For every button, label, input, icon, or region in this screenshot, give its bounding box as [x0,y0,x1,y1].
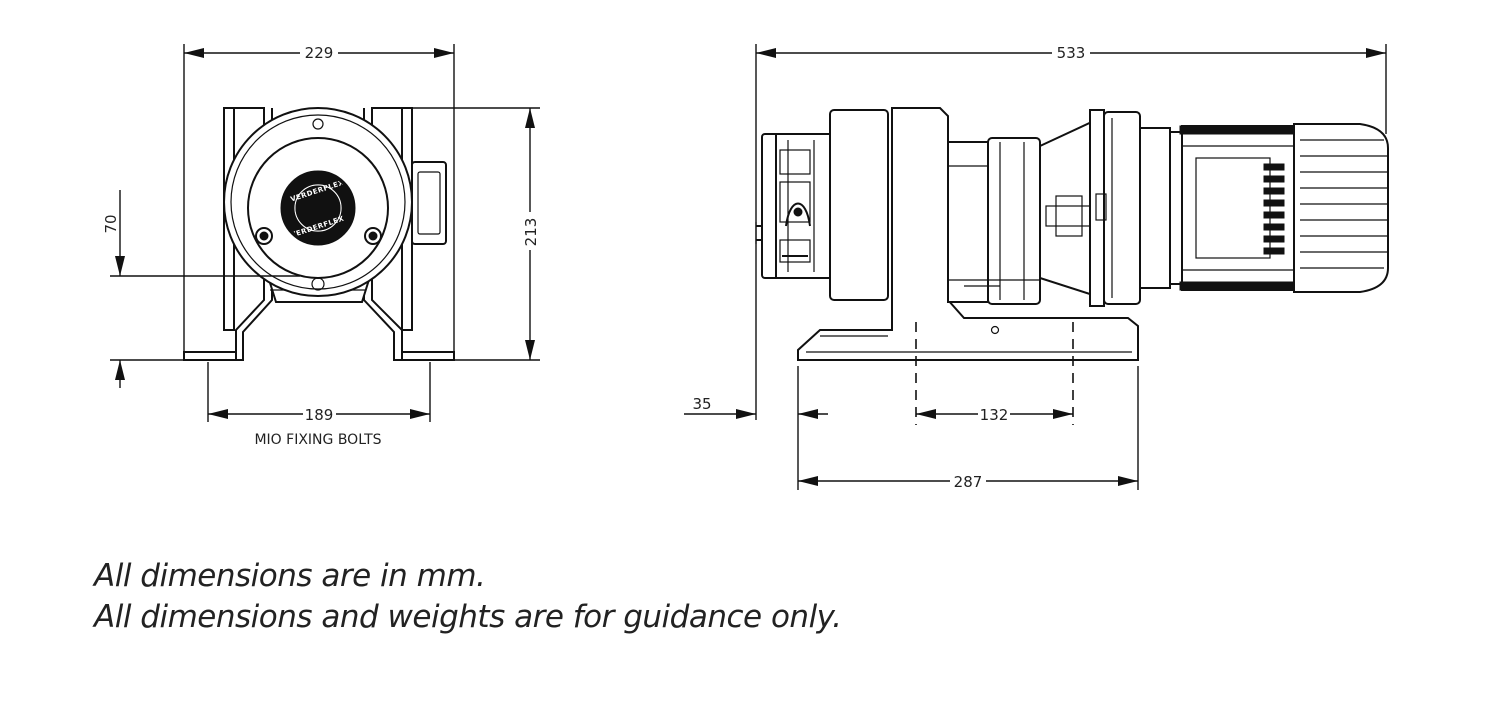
coupling-housing [1039,109,1141,307]
pump-head-side [755,109,889,301]
verderflex-logo: VERDERFLEX VERDERFLEX [280,170,356,246]
dim-base-bolt-span-label: 132 [980,406,1009,424]
dim-fixing-bolts-label: 189 [305,406,334,424]
dim-front-height-label: 213 [522,218,540,247]
notes: All dimensions are in mm. All dimensions… [94,556,994,638]
dim-offset: 35 [684,395,828,419]
dim-offset-label: 35 [692,395,711,413]
fixing-bolts-caption: MIO FIXING BOLTS [254,432,381,448]
dim-base-length-label: 287 [954,473,983,491]
gearbox [947,137,1041,305]
dim-base-length: 287 [797,366,1139,491]
dim-front-height: 213 [412,107,540,361]
dim-overall-length: 533 [755,44,1387,420]
dim-shaft-height-label: 70 [102,214,120,233]
front-view: VERDERFLEX VERDERFLEX 229 213 [102,44,540,448]
motor [1139,123,1389,293]
dim-shaft-height: 70 [102,190,300,388]
dim-overall-length-label: 533 [1057,44,1086,62]
dim-fixing-bolts: 189 MIO FIXING BOLTS [207,362,431,448]
base-plate [797,107,1139,361]
dim-base-bolt-span: 132 [916,406,1073,424]
note-guidance: All dimensions and weights are for guida… [94,599,842,635]
dim-front-width: 229 [183,44,455,352]
motor-fins [1263,163,1285,255]
side-view: 533 35 132 287 [684,44,1389,491]
note-units: All dimensions are in mm. [94,558,486,594]
dim-front-width-label: 229 [305,44,334,62]
technical-drawing: VERDERFLEX VERDERFLEX 229 213 [102,44,1389,491]
side-block [411,161,447,245]
